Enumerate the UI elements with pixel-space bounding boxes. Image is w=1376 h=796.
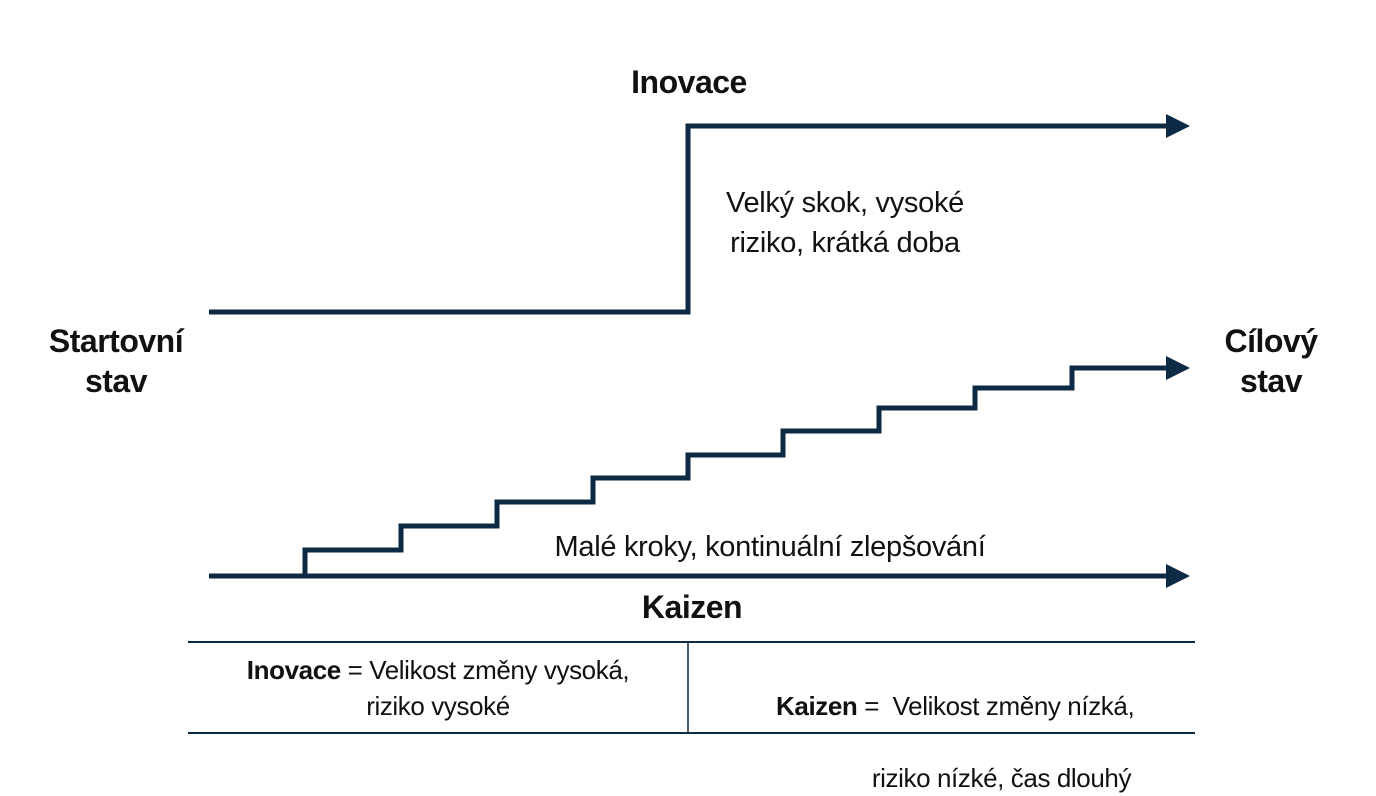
start-state-line1: Startovní — [48, 323, 184, 359]
innovation-term: Inovace — [246, 655, 341, 685]
innovation-definition-line2: riziko vysoké — [366, 691, 510, 721]
innovation-note-line2: riziko, krátká doba — [730, 227, 960, 259]
innovation-definition-text1: = Velikost změny vysoká, — [340, 655, 630, 685]
innovation-arrow-icon — [1166, 114, 1190, 138]
kaizen-staircase-arrow-icon — [1166, 356, 1190, 380]
diagram-canvas — [188, 114, 1195, 734]
start-state-label: Startovní stav — [24, 321, 208, 401]
start-state-line2: stav — [84, 363, 148, 399]
kaizen-note: Malé kroky, kontinuální zlepšování — [554, 531, 986, 563]
kaizen-definition-text1: = Velikost změny nízká, — [857, 691, 1135, 721]
kaizen-term: Kaizen — [776, 691, 858, 721]
table-cell-innovation: Inovace = Velikost změny vysoká, riziko … — [190, 652, 686, 724]
table-cell-kaizen: Kaizen = Velikost změny nízká, riziko ní… — [690, 652, 1193, 796]
kaizen-baseline-arrow-icon — [1166, 564, 1190, 588]
kaizen-staircase — [302, 365, 1168, 576]
innovation-definition-line1: Inovace = Velikost změny vysoká, — [190, 652, 686, 688]
kaizen-definition-line2: riziko nízké, čas dlouhý — [871, 763, 1132, 793]
innovation-note: Velký skok, vysoké riziko, krátká doba — [700, 183, 990, 263]
kaizen-title: Kaizen — [641, 589, 743, 625]
innovation-title: Inovace — [631, 64, 747, 100]
kaizen-definition-line1: Kaizen = Velikost změny nízká, — [690, 652, 1193, 760]
innovation-path — [209, 123, 1168, 315]
target-state-line1: Cílový — [1224, 323, 1318, 359]
target-state-line2: stav — [1239, 363, 1303, 399]
target-state-label: Cílový stav — [1196, 321, 1346, 401]
innovation-note-line1: Velký skok, vysoké — [726, 187, 964, 219]
